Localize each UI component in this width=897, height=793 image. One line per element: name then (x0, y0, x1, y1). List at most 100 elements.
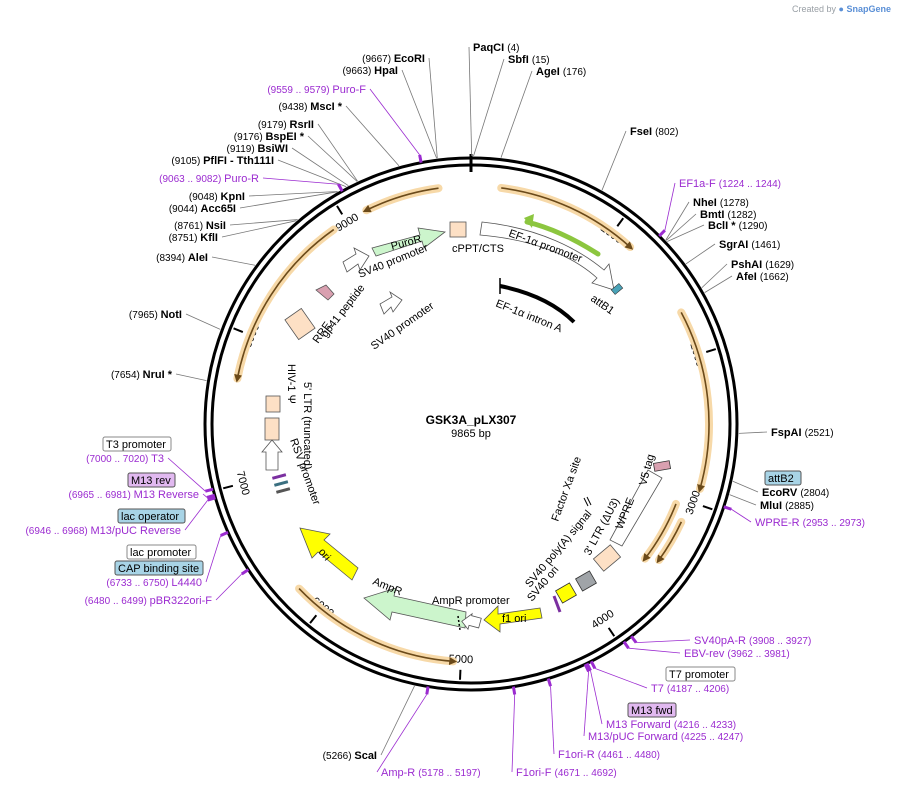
site-leader-5 (666, 213, 697, 241)
site-leader-15 (185, 313, 221, 330)
primer-mark-0 (418, 154, 423, 163)
site-label: EcoRV (2804) (762, 487, 829, 499)
factor-xa-mark-2 (586, 496, 592, 506)
primer-mark-3 (723, 505, 732, 511)
site-leader-1 (473, 58, 505, 157)
primer-leader-14 (184, 499, 209, 531)
snapgene-watermark: Created by ● SnapGene (792, 4, 891, 14)
site-leader-23 (307, 135, 358, 182)
primer-label: EBV-rev (3962 .. 3981) (684, 648, 790, 660)
t3-promoter-label: T3 promoter (106, 439, 166, 451)
site-leader-26 (401, 69, 437, 159)
primer-leader-16 (167, 457, 206, 492)
site-leader-19 (239, 191, 338, 209)
gp41-arrow (315, 284, 335, 301)
tick-label-7000: 7000 (234, 470, 252, 497)
ampr-promoter-arrow (461, 612, 482, 631)
cppt-box (449, 221, 467, 238)
site-leader-10 (738, 431, 768, 434)
wpre-box (609, 469, 663, 547)
primer-label: SV40pA-R (3908 .. 3927) (694, 635, 811, 647)
primer-mark-5 (622, 640, 630, 650)
ltr5-label: 5' LTR (truncated) (301, 382, 313, 469)
site-label: (8761) NsiI (174, 220, 226, 232)
snapgene-logo-icon: ● (838, 4, 844, 14)
primer-mark-7 (585, 662, 592, 672)
site-leader-20 (248, 191, 338, 197)
tick-6000 (309, 614, 318, 624)
primer-mark-1 (337, 183, 344, 192)
lac-bar-1 (271, 473, 287, 480)
watermark-prefix: Created by (791, 4, 837, 14)
orf-arrow-5 (234, 228, 335, 383)
site-leader-13 (380, 685, 415, 756)
lac-promoter-label: lac promoter (130, 547, 191, 559)
cap-site-label: CAP binding site (118, 563, 199, 575)
tick-1000 (616, 217, 625, 227)
f1-ori-arrow (483, 605, 543, 633)
site-leader-4 (665, 201, 690, 241)
ltr3-box (592, 544, 622, 572)
site-leader-14 (175, 373, 207, 382)
site-label: (9179) RsrII (258, 119, 314, 131)
orf-arcs (233, 183, 713, 666)
site-label: SbfI (15) (508, 54, 550, 66)
site-leader-7 (685, 243, 716, 265)
site-leader-27 (428, 57, 438, 159)
site-leader-3 (601, 130, 627, 191)
tick-9000 (336, 205, 344, 215)
primer-leader-1 (262, 177, 339, 185)
primer-label: (9559 .. 9579) Puro-F (267, 84, 366, 96)
site-label: (5266) ScaI (323, 750, 377, 762)
primer-mark-8 (583, 663, 590, 673)
site-leader-17 (221, 220, 297, 238)
site-label: (8751) KflI (169, 232, 218, 244)
puror-arrow (371, 227, 446, 257)
site-label: (9438) MscI * (279, 101, 343, 113)
primer-label: F1ori-R (4461 .. 4480) (558, 749, 660, 761)
primer-mark-11 (425, 686, 430, 695)
orf-arrow-0 (501, 187, 634, 250)
orf-band-1 (677, 308, 713, 493)
primer-mark-2 (658, 229, 666, 238)
primer-leader-6 (594, 668, 648, 689)
sv40-polya-box (575, 570, 597, 592)
orf-arrow-1 (680, 312, 710, 493)
primer-mark-4 (630, 635, 638, 644)
site-label: PshAI (1629) (731, 259, 794, 271)
primer-label: (6480 .. 6499) pBR322ori-F (85, 595, 213, 607)
watermark-brand: SnapGene (846, 4, 891, 14)
site-label: AgeI (176) (536, 66, 586, 78)
site-label: AfeI (1662) (736, 271, 789, 283)
site-label: (9105) PflFI - Tth111I (171, 155, 274, 167)
site-label: (8394) AleI (156, 252, 208, 264)
primer-leader-9 (550, 686, 555, 755)
primer-leader-15 (202, 493, 208, 498)
orf-arrow-4 (298, 588, 458, 666)
ef1a-intron-arc (499, 284, 576, 324)
primer-leader-12 (215, 573, 243, 601)
primer-leader-0 (369, 88, 420, 156)
sv40-promoter-2-label: SV40 promoter (369, 300, 437, 352)
primer-label: (7000 .. 7020) T3 (86, 453, 164, 465)
orf-arrow-2 (642, 503, 677, 562)
primer-label: (6733 .. 6750) L4440 (106, 577, 202, 589)
primer-leader-10 (511, 694, 516, 773)
cppt-label: cPPT/CTS (452, 243, 504, 255)
primer-leader-4 (636, 639, 691, 644)
primer-label: (9063 .. 9082) Puro-R (159, 173, 259, 185)
attb1-label: attB1 (588, 293, 616, 318)
primer-label: (6965 .. 6981) M13 Reverse (69, 489, 199, 501)
orf-arrow-6 (362, 187, 439, 213)
primer-leader-3 (731, 508, 752, 523)
tick-7000 (222, 484, 234, 490)
plasmid-length: 9865 bp (451, 428, 491, 440)
orf-arrow-3 (656, 521, 683, 564)
primer-leader-2 (664, 182, 676, 231)
site-leader-22 (291, 147, 349, 187)
factor-xa-mark-1 (583, 497, 589, 507)
primer-mark-12 (240, 568, 250, 576)
site-label: MluI (2885) (760, 500, 814, 512)
primer-leader-5 (628, 647, 681, 654)
